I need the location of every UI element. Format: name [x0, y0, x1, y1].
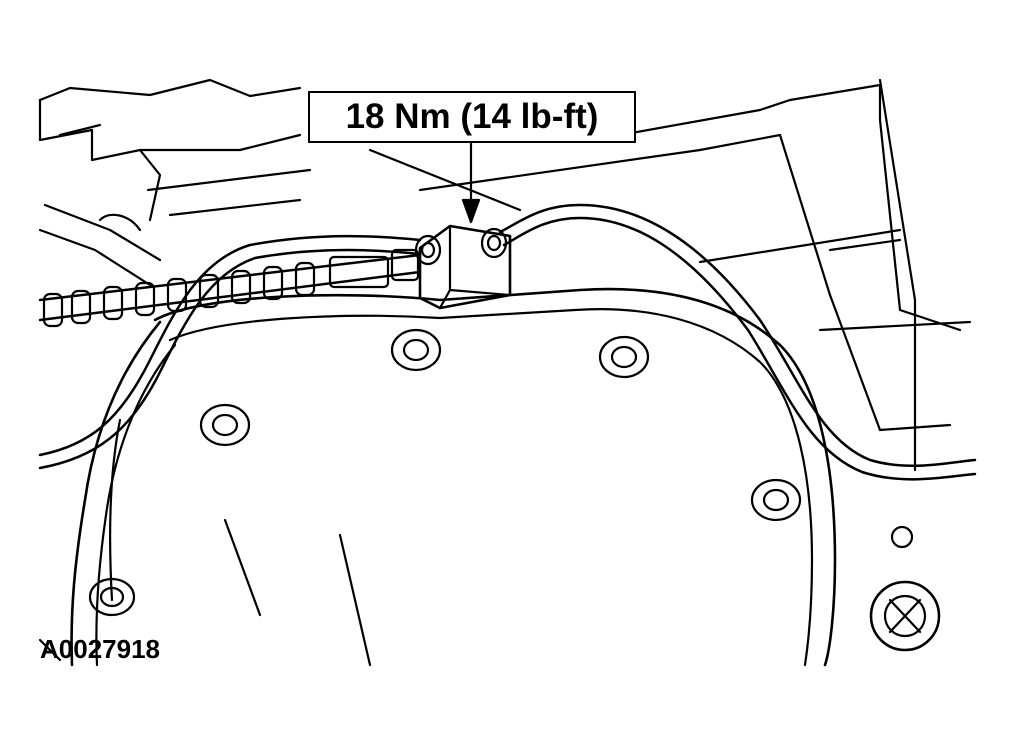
callout-arrow	[461, 141, 481, 224]
torque-spec-callout: 18 Nm (14 lb-ft)	[308, 91, 636, 143]
fill-plug	[869, 580, 941, 652]
cover-bolts	[88, 328, 802, 617]
differential-cover	[38, 287, 837, 667]
bolt-icon	[598, 335, 650, 379]
bolt-icon	[88, 577, 136, 617]
figure-id-label: A0027918	[40, 634, 160, 664]
flexible-brake-hose	[38, 248, 422, 328]
bolt-icon	[750, 478, 802, 522]
small-vent	[890, 525, 914, 549]
bolt-icon	[390, 328, 442, 372]
rigid-brake-lines	[38, 203, 977, 481]
chassis-background	[38, 78, 972, 472]
bolt-icon	[199, 403, 251, 447]
